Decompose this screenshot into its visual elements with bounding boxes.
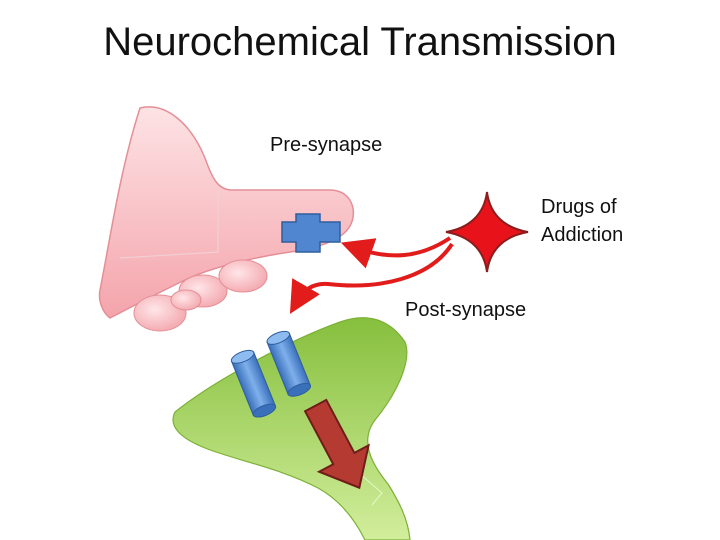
pre-synapse-neuron xyxy=(98,106,355,319)
post-synapse-label: Post-synapse xyxy=(405,299,527,321)
drugs-of-addiction-label: Drugs of Addiction xyxy=(541,193,623,249)
signal-arrow xyxy=(303,398,370,490)
drug-star-icon xyxy=(445,191,529,273)
transporter-cross xyxy=(281,213,341,253)
receptor-left xyxy=(230,349,277,418)
drugs-label-line2: Addiction xyxy=(541,224,624,246)
receptor-right xyxy=(266,330,312,397)
drug-action-arrows xyxy=(289,236,454,314)
slide-title: Neurochemical Transmission xyxy=(103,20,617,64)
pre-synapse-label: Pre-synapse xyxy=(270,134,383,156)
vesicles xyxy=(133,259,268,332)
drugs-label-line1: Drugs of xyxy=(541,196,617,218)
